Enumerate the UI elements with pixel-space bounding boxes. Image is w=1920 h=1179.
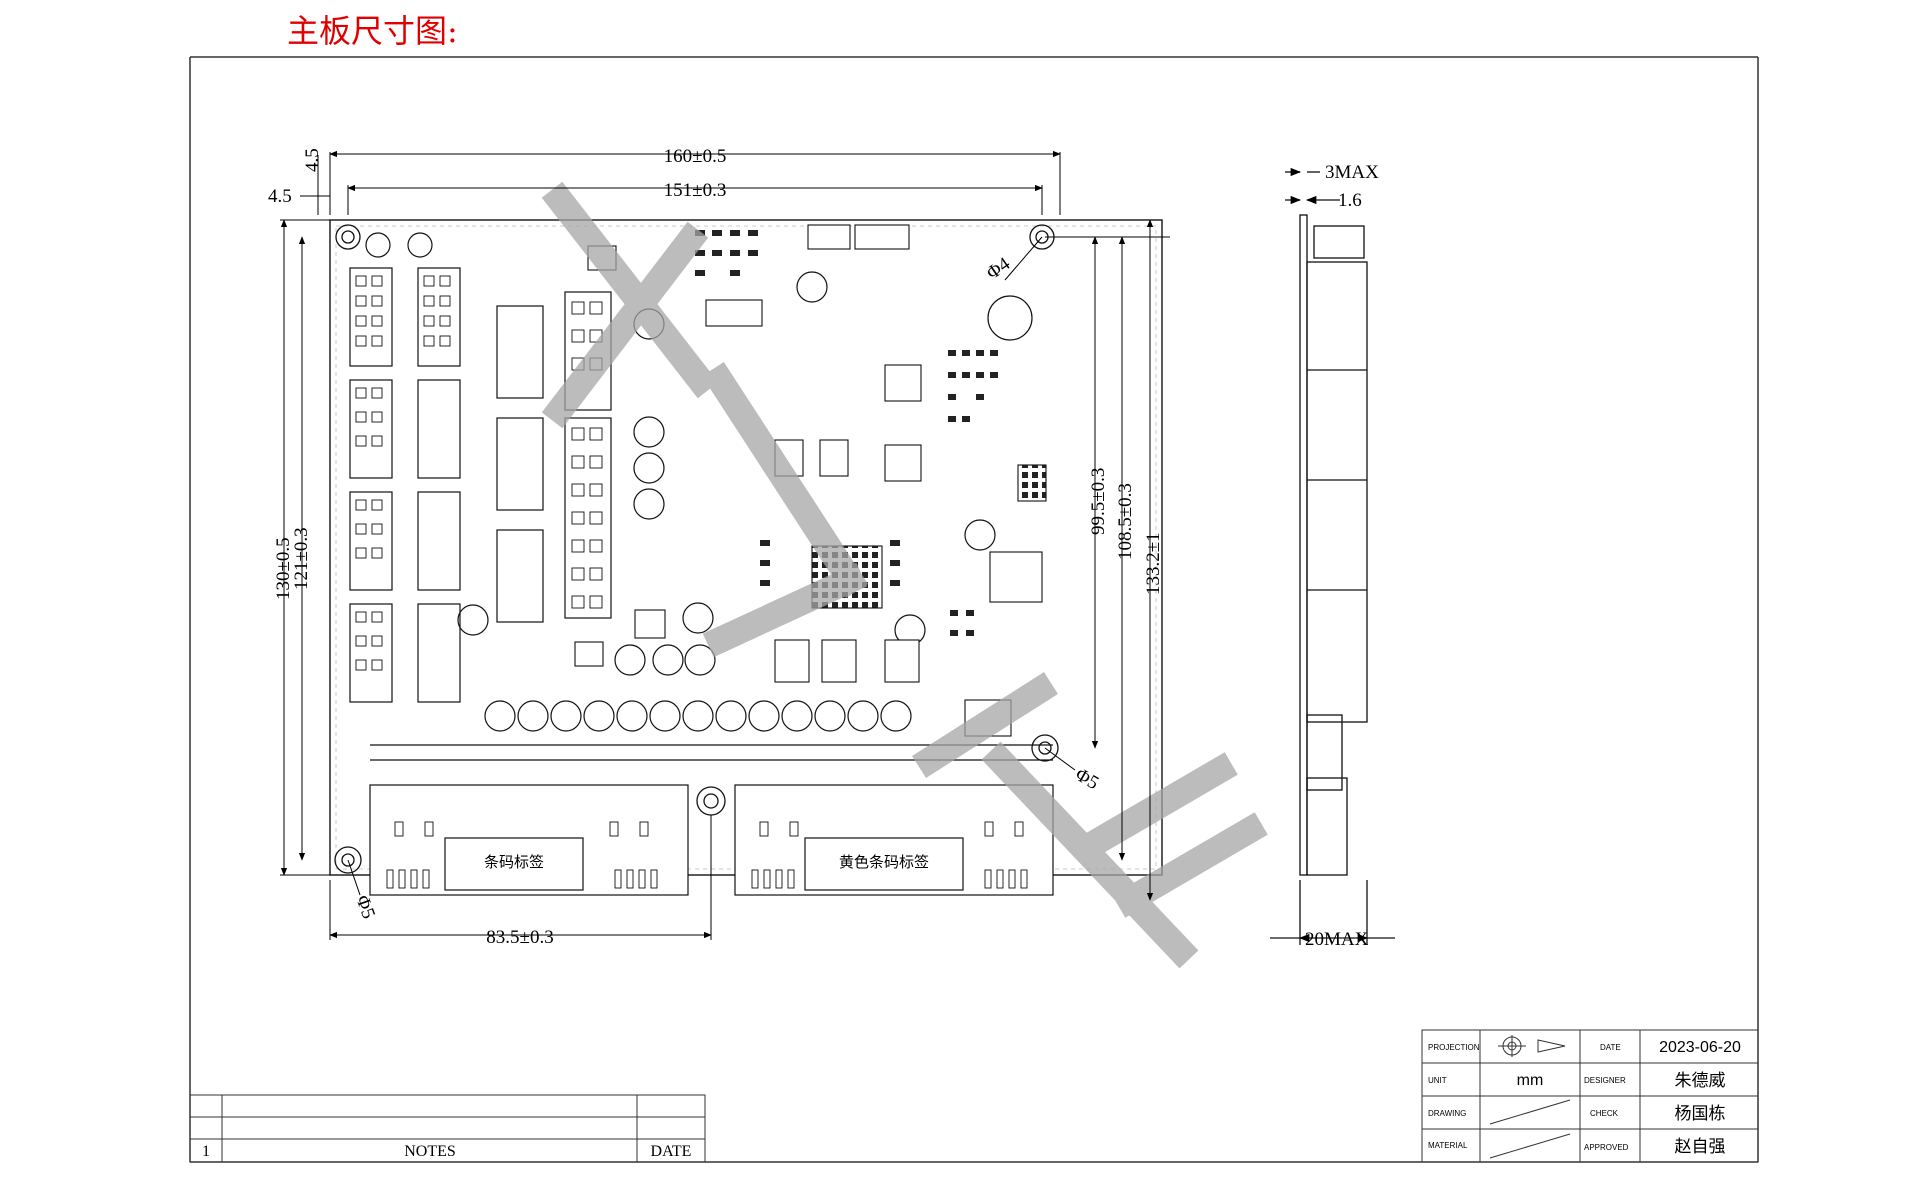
dim-hole-bottom: Φ5	[351, 893, 379, 922]
material-label: MATERIAL	[1428, 1141, 1468, 1150]
designer-label: DESIGNER	[1584, 1076, 1626, 1085]
dim-width-holes: 151±0.3	[664, 180, 727, 201]
dim-left-offset: 4.5	[268, 186, 292, 207]
capacitors	[365, 232, 1033, 732]
dim-height-holes: 121±0.3	[291, 527, 312, 590]
dim-side-top: 3MAX	[1325, 162, 1379, 183]
dim-height-right-3: 133.2±1	[1143, 532, 1164, 595]
pcb-board	[329, 219, 1163, 896]
left-connectors	[349, 267, 612, 703]
dimension-lines	[280, 150, 1170, 940]
projection-symbol-icon	[1498, 1035, 1566, 1057]
dim-bottom-width: 83.5±0.3	[486, 927, 553, 948]
projection-label: PROJECTION	[1428, 1043, 1480, 1052]
barcode-label-left: 条码标签	[484, 853, 544, 871]
dim-width-overall: 160±0.5	[664, 146, 727, 167]
dim-height-overall: 130±0.5	[273, 537, 294, 600]
date-value: 2023-06-20	[1659, 1039, 1741, 1056]
dim-hole-top: Φ4	[983, 253, 1015, 284]
connector-pins	[355, 275, 603, 671]
approved-label: APPROVED	[1584, 1143, 1629, 1152]
notes-block	[189, 1094, 706, 1163]
barcode-label-right: 黄色条码标签	[839, 853, 929, 871]
notes-date-label: DATE	[651, 1143, 692, 1160]
smd-components	[695, 230, 998, 636]
title-block	[1421, 1029, 1759, 1163]
bottom-pins	[386, 821, 1028, 889]
date-label: DATE	[1600, 1043, 1621, 1052]
dim-top-offset: 4.5	[302, 148, 323, 172]
check-value: 杨国栋	[1675, 1104, 1726, 1124]
dim-hole-mid: Φ5	[1072, 764, 1103, 794]
approved-value: 赵自强	[1675, 1137, 1726, 1157]
dim-height-right-1: 99.5±0.3	[1088, 468, 1109, 535]
notes-row-number: 1	[202, 1143, 210, 1160]
dim-height-right-2: 108.5±0.3	[1115, 483, 1136, 560]
dim-side-bottom: 20MAX	[1305, 929, 1369, 950]
unit-value: mm	[1517, 1072, 1544, 1089]
designer-value: 朱德威	[1675, 1071, 1726, 1091]
check-label: CHECK	[1590, 1109, 1619, 1118]
side-view	[1270, 167, 1395, 945]
page-heading: 主板尺寸图:	[287, 12, 458, 50]
drawing-label: DRAWING	[1428, 1109, 1466, 1118]
dim-side-pcb: 1.6	[1338, 190, 1362, 211]
notes-label: NOTES	[404, 1143, 456, 1160]
unit-label: UNIT	[1428, 1076, 1447, 1085]
